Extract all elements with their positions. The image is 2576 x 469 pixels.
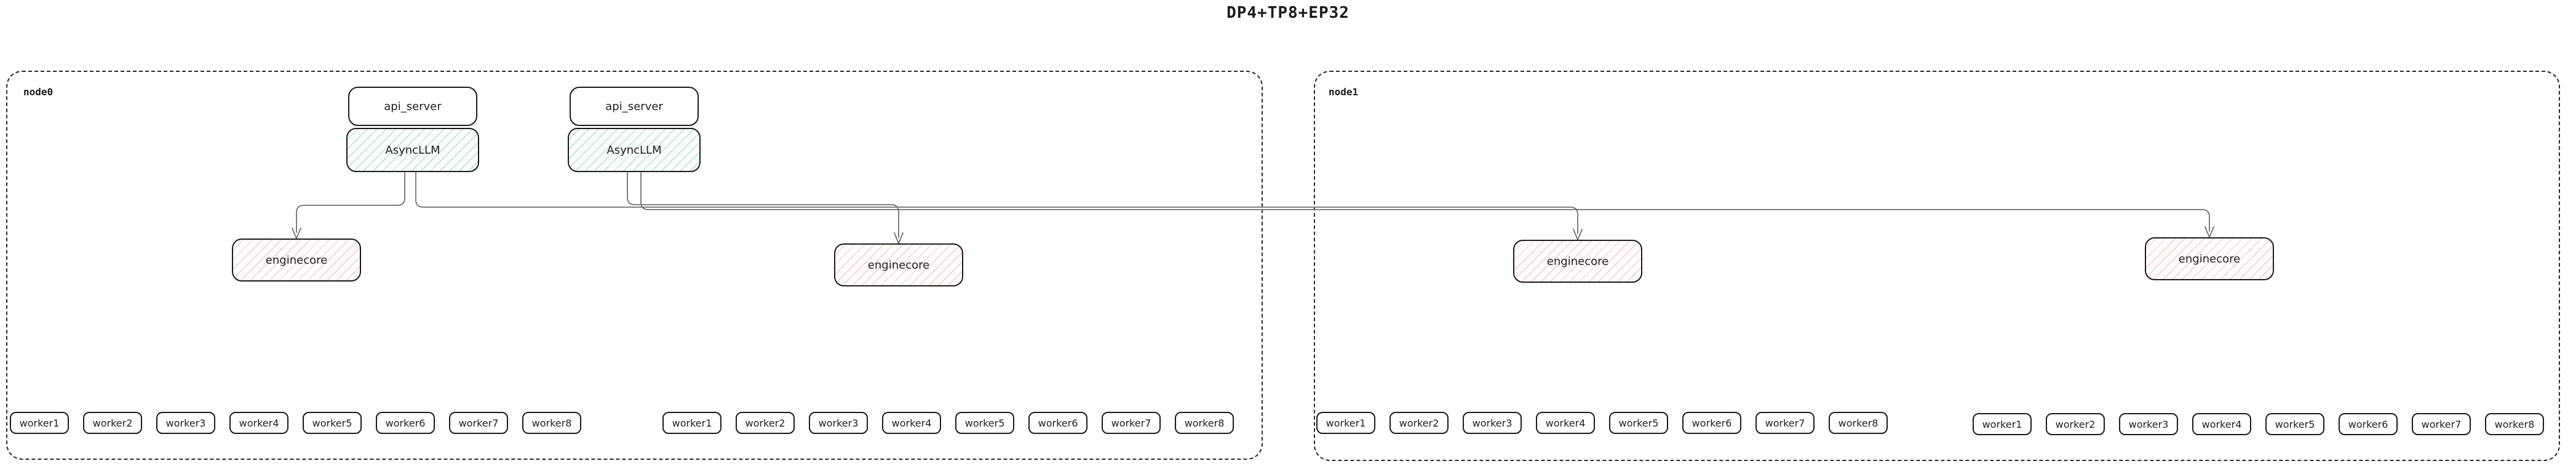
worker-group-3: worker1 worker2 worker3 worker4 worker5 …: [1316, 412, 1888, 434]
enginecore-box-3: enginecore: [1513, 240, 1642, 283]
diagram-title: DP4+TP8+EP32: [1226, 4, 1350, 22]
worker-box: worker6: [1028, 412, 1087, 434]
worker-box: worker6: [1682, 412, 1741, 434]
node0-container: [6, 71, 1263, 460]
worker-box: worker8: [1829, 412, 1888, 434]
worker-box: worker3: [156, 412, 215, 434]
worker-box: worker1: [1973, 413, 2032, 435]
worker-box: worker5: [1609, 412, 1668, 434]
node0-label: node0: [23, 86, 54, 98]
worker-box: worker1: [1316, 412, 1375, 434]
worker-box: worker4: [1536, 412, 1595, 434]
worker-box: worker5: [303, 412, 362, 434]
worker-box: worker2: [2046, 413, 2105, 435]
worker-box: worker7: [1755, 412, 1815, 434]
worker-box: worker1: [10, 412, 69, 434]
worker-box: worker3: [2119, 413, 2178, 435]
worker-box: worker5: [2265, 413, 2324, 435]
worker-box: worker8: [2485, 413, 2544, 435]
node1-label: node1: [1329, 86, 1359, 98]
worker-box: worker4: [229, 412, 288, 434]
worker-group-1: worker1 worker2 worker3 worker4 worker5 …: [10, 412, 581, 434]
worker-box: worker3: [809, 412, 868, 434]
node1-container: [1314, 71, 2560, 461]
asyncllm-box-1: AsyncLLM: [346, 128, 479, 172]
worker-group-4: worker1 worker2 worker3 worker4 worker5 …: [1973, 413, 2544, 435]
worker-box: worker1: [662, 412, 722, 434]
worker-box: worker7: [2412, 413, 2471, 435]
worker-box: worker7: [449, 412, 508, 434]
asyncllm-box-2: AsyncLLM: [568, 128, 701, 172]
worker-box: worker8: [1175, 412, 1234, 434]
api-server-box-2: api_server: [570, 87, 699, 126]
enginecore-box-1: enginecore: [232, 238, 361, 282]
worker-box: worker8: [522, 412, 581, 434]
worker-box: worker2: [1389, 412, 1449, 434]
api-server-box-1: api_server: [348, 87, 477, 126]
worker-box: worker2: [736, 412, 795, 434]
worker-box: worker4: [2192, 413, 2251, 435]
enginecore-box-2: enginecore: [834, 243, 963, 286]
worker-box: worker2: [83, 412, 142, 434]
worker-box: worker3: [1463, 412, 1522, 434]
worker-box: worker7: [1102, 412, 1161, 434]
worker-group-2: worker1 worker2 worker3 worker4 worker5 …: [662, 412, 1234, 434]
enginecore-box-4: enginecore: [2145, 237, 2274, 280]
worker-box: worker5: [955, 412, 1014, 434]
worker-box: worker6: [376, 412, 435, 434]
worker-box: worker6: [2339, 413, 2398, 435]
worker-box: worker4: [882, 412, 941, 434]
